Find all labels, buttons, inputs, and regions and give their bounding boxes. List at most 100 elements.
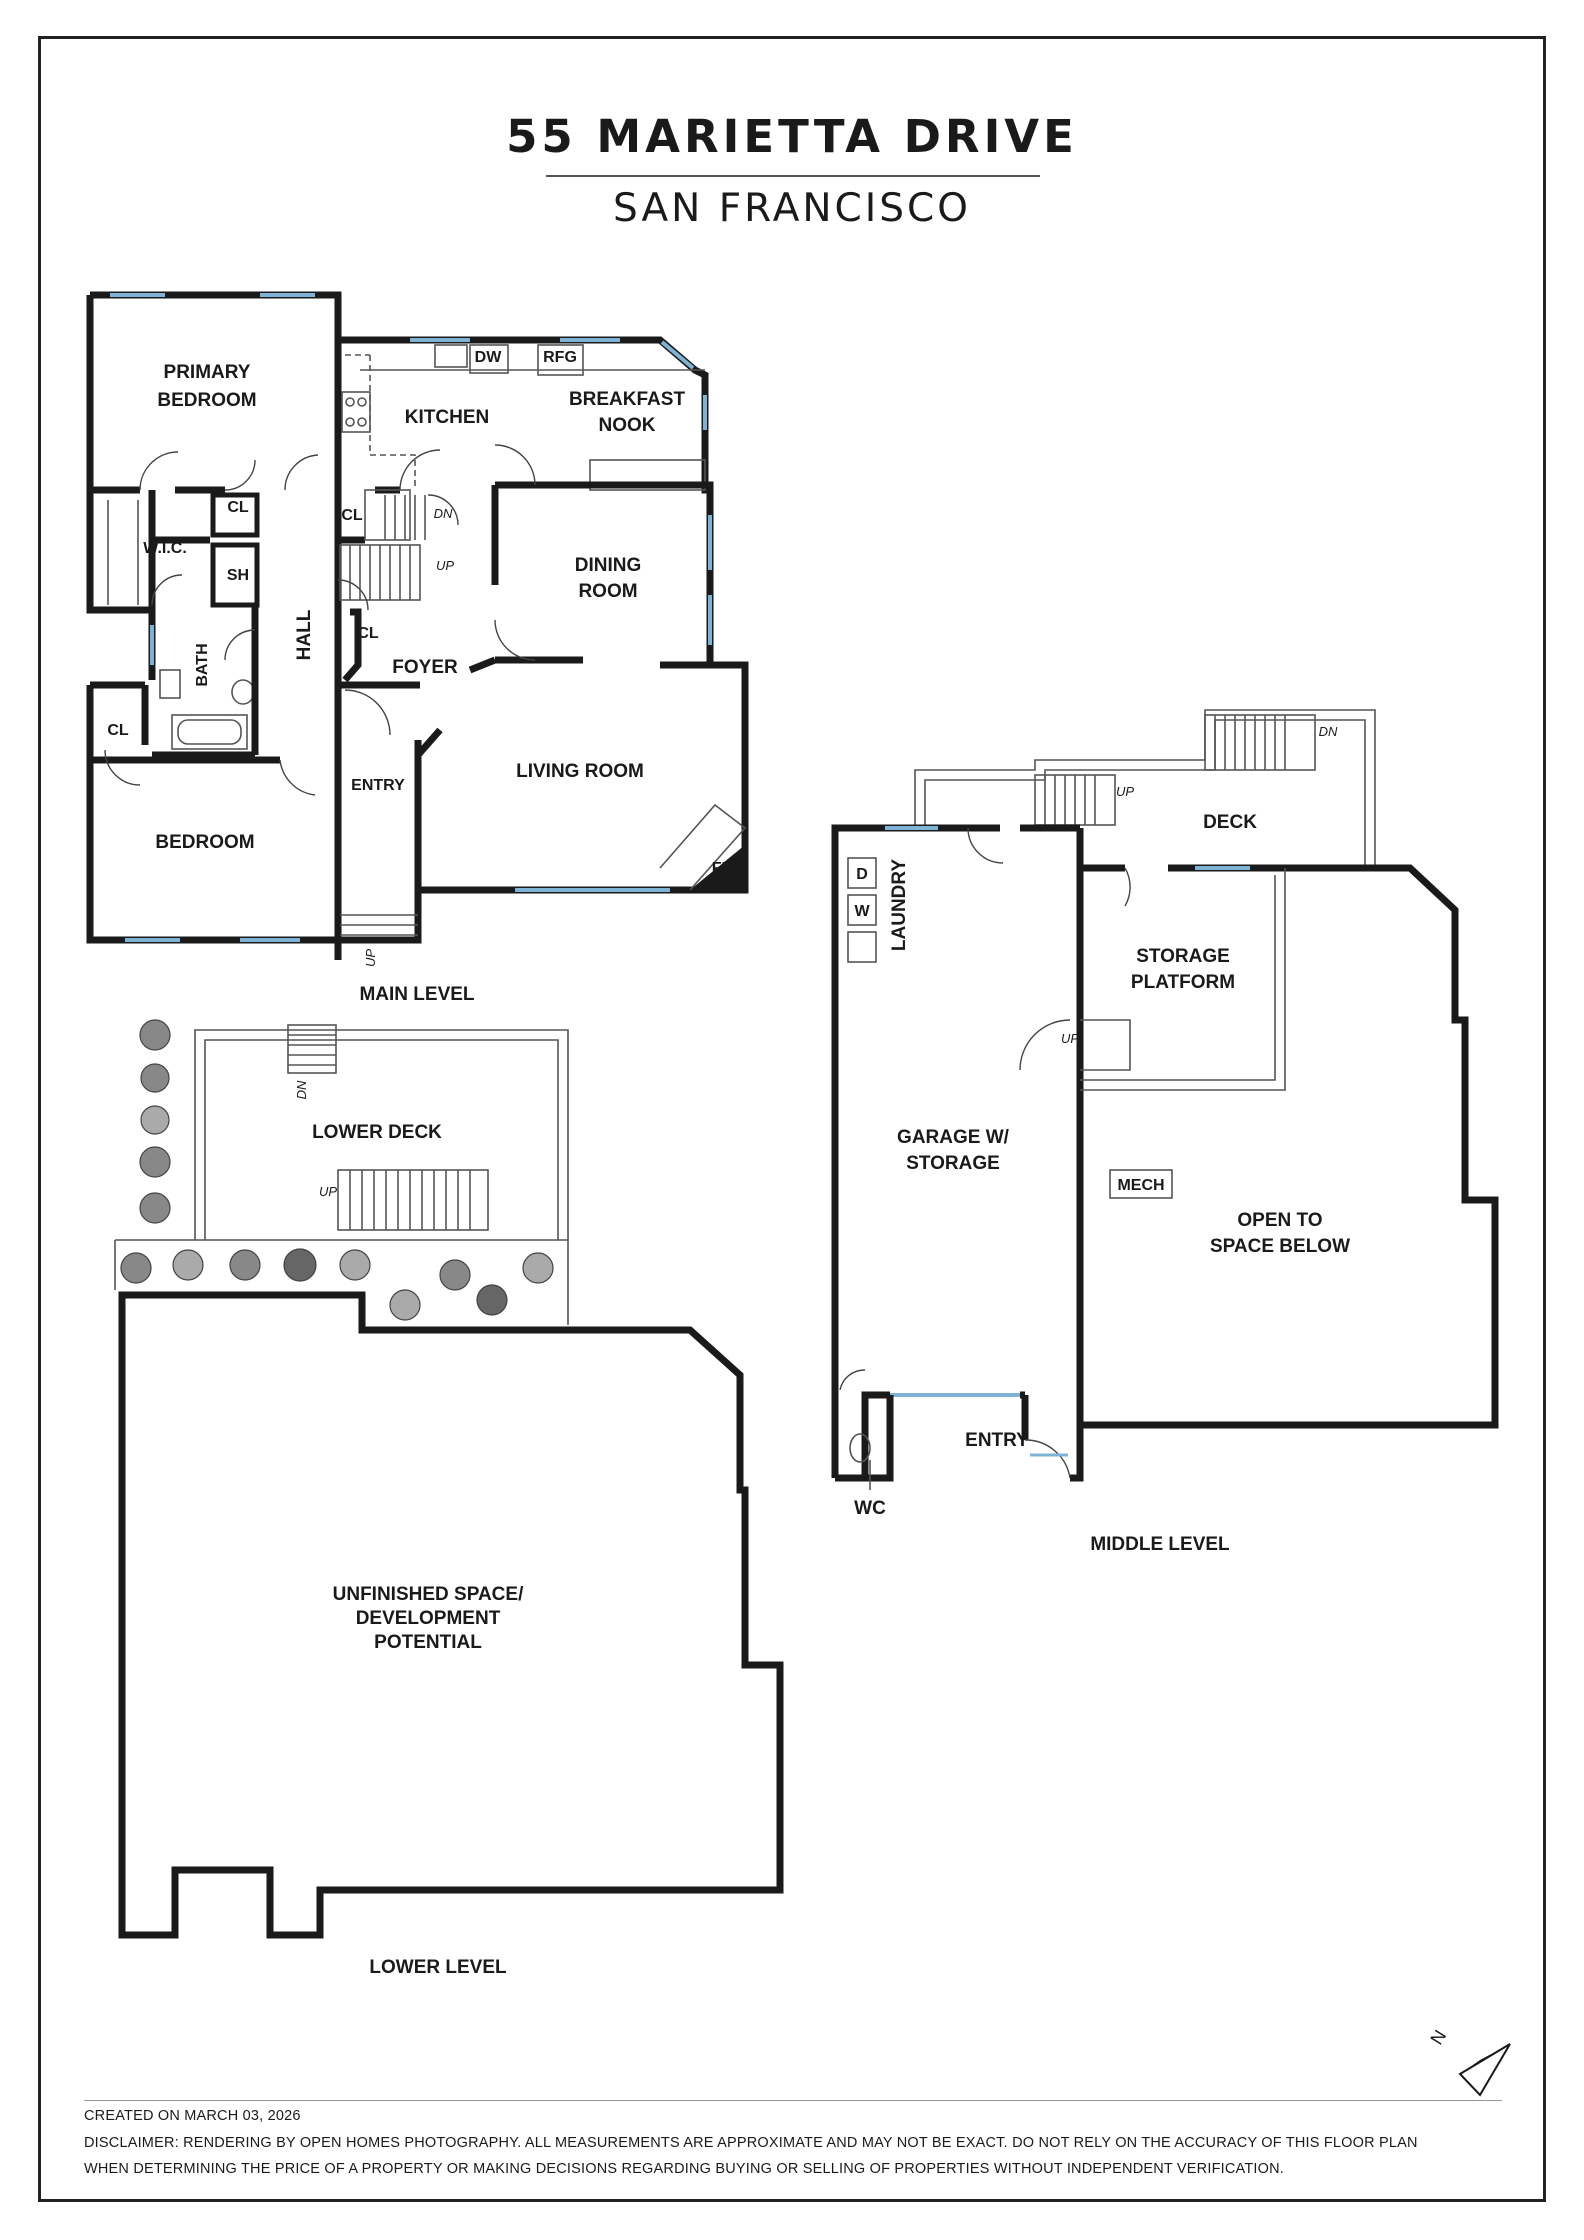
door-swing (494, 619, 536, 661)
main-level-label: MAIN LEVEL (359, 984, 474, 1005)
upper-wall (1080, 864, 1499, 1429)
walk-in-closet-label: W.I.C. (143, 540, 187, 557)
lower-deck-outline-inner (204, 1039, 559, 1240)
shrub-icons (120, 1019, 554, 1321)
stair-landing (364, 489, 411, 541)
burner-icon (357, 417, 367, 427)
primary-bedroom-wall (90, 291, 342, 490)
shrub-icon (283, 1248, 317, 1282)
main-stairs (339, 495, 426, 601)
door-swing (151, 574, 183, 606)
stair-up-label: UP (319, 1184, 337, 1199)
storage-platform-label: PLATFORM (1131, 972, 1235, 993)
door-swing (139, 451, 179, 491)
breakfast-nook-label: BREAKFAST (569, 389, 686, 410)
unfinished-space-label: POTENTIAL (374, 1632, 482, 1653)
burner-icon (357, 397, 367, 407)
shrub-icon (229, 1249, 261, 1281)
deck-outline-inner (924, 719, 1366, 865)
dishwasher-label: DW (475, 349, 503, 366)
dishwasher-icon (469, 344, 509, 374)
door-swing (344, 689, 391, 736)
closet-cl (210, 492, 260, 538)
fireplace-hearth (690, 845, 745, 890)
bathtub-icon (171, 714, 248, 750)
washer-icon (847, 894, 877, 926)
door-swing (427, 494, 459, 526)
toilet-icon (849, 1433, 871, 1463)
lower-deck-label: LOWER DECK (312, 1122, 442, 1143)
utility-sink-icon (847, 931, 877, 963)
middle-level-plan: DN UP DECK D W LAUNDRY STORAGE PLATFORM … (831, 709, 1499, 1555)
door-swing (1019, 1019, 1071, 1071)
created-date: CREATED ON MARCH 03, 2026 (84, 2108, 301, 2124)
laundry-label: LAUNDRY (889, 859, 910, 952)
shrub-icon (120, 1252, 152, 1284)
door-swing (284, 454, 319, 491)
hall-label: HALL (294, 609, 315, 660)
page-frame (38, 36, 1546, 2202)
shrub-icon (139, 1019, 171, 1051)
deck-outline (914, 709, 1376, 865)
stair-up-label: UP (436, 558, 454, 573)
north-label: N (1426, 2026, 1450, 2048)
bathtub-basin-icon (177, 719, 242, 745)
door-swing (279, 759, 316, 796)
wc-wall (835, 1391, 890, 1482)
door-swing (494, 444, 536, 486)
unfinished-space-label: DEVELOPMENT (356, 1608, 501, 1629)
wc-label: WC (854, 1498, 886, 1519)
entry-wall (1020, 1391, 1084, 1482)
sink-icon (434, 344, 468, 368)
door-swing (104, 749, 141, 786)
toilet-icon (231, 679, 255, 705)
entry-wall-angle (415, 727, 443, 758)
shower (210, 542, 260, 608)
shrub-icon (139, 1146, 171, 1178)
refrigerator-icon (537, 344, 584, 376)
sink-icon (159, 669, 181, 699)
door-swing (224, 459, 256, 491)
shrub-icon (522, 1252, 554, 1284)
disclaimer-line-2: WHEN DETERMINING THE PRICE OF A PROPERTY… (84, 2161, 1284, 2177)
storage-platform-edge-inner (1080, 875, 1276, 1081)
door-swing (839, 1369, 866, 1391)
entry-up-label: UP (363, 949, 378, 967)
open-below-label: SPACE BELOW (1210, 1236, 1350, 1257)
washer-label: W (854, 903, 870, 920)
planter-outline (115, 1239, 569, 1325)
dining-room-label: ROOM (578, 581, 637, 602)
door-swing (337, 579, 369, 611)
unfinished-space-label: UNFINISHED SPACE/ (333, 1584, 524, 1605)
bench-outline (589, 459, 706, 491)
door-swing (224, 629, 256, 661)
property-title: 55 MARIETTA DRIVE (506, 110, 1078, 163)
storage-platform-label: STORAGE (1136, 946, 1230, 967)
entry-label: ENTRY (351, 777, 405, 794)
shrub-icon (476, 1284, 508, 1316)
foyer-label: FOYER (392, 657, 458, 678)
closet-label: CL (107, 722, 129, 739)
bath-label: BATH (194, 643, 211, 686)
burner-icon (345, 417, 355, 427)
door-swing (399, 449, 441, 491)
shower-label: SH (227, 567, 249, 584)
shrub-icon (140, 1105, 170, 1135)
stair-down-label: DN (1319, 724, 1338, 739)
foyer-closet-wall (342, 608, 362, 683)
stair-down-label: DN (434, 506, 453, 521)
shrub-icon (339, 1249, 371, 1281)
deck-label: DECK (1203, 812, 1257, 833)
dryer-icon (847, 857, 877, 889)
middle-level-label: MIDDLE LEVEL (1090, 1534, 1230, 1555)
lower-deck-stairs (287, 1024, 489, 1231)
dining-room-label: DINING (575, 555, 642, 576)
primary-bedroom-label: BEDROOM (157, 390, 256, 411)
main-level-plan: PRIMARY BEDROOM KITCHEN DW RFG BREAKFAST… (86, 291, 749, 1005)
stair-up-label: UP (1116, 784, 1134, 799)
burner-icon (345, 397, 355, 407)
mech-label: MECH (1117, 1177, 1164, 1194)
footer-divider (84, 2100, 1502, 2101)
entry-steps (340, 914, 418, 936)
lower-level-label: LOWER LEVEL (369, 1957, 507, 1978)
